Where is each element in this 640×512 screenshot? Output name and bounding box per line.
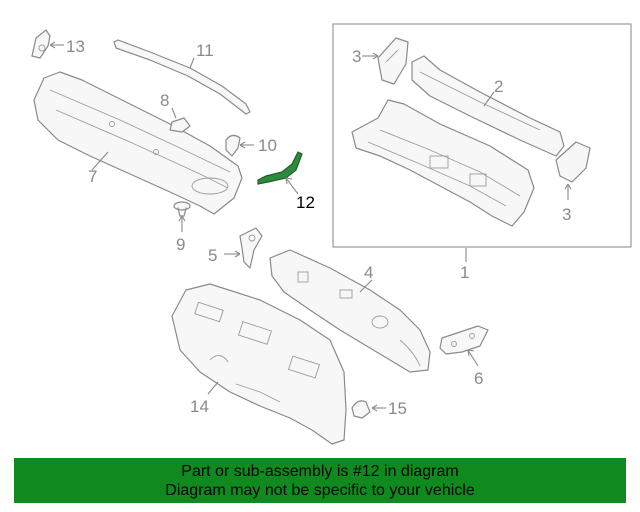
part-13[interactable] — [31, 29, 64, 59]
part-6[interactable] — [439, 325, 489, 367]
callout-3b: 3 — [562, 205, 571, 224]
part-2[interactable] — [411, 55, 565, 157]
part-12[interactable] — [257, 151, 303, 195]
part-3-lower[interactable] — [555, 141, 591, 200]
callout-4: 4 — [364, 263, 373, 282]
part-1[interactable] — [351, 99, 535, 262]
callout-9: 9 — [176, 235, 185, 254]
part-7[interactable] — [33, 71, 243, 215]
part-10[interactable] — [225, 134, 254, 157]
callout-5: 5 — [208, 246, 217, 265]
callout-10: 10 — [258, 136, 277, 155]
banner-line-2: Diagram may not be specific to your vehi… — [165, 482, 475, 499]
callout-13: 13 — [66, 37, 85, 56]
callout-11: 11 — [196, 41, 214, 60]
part-8[interactable] — [169, 107, 191, 133]
part-4[interactable] — [269, 249, 431, 373]
part-9[interactable] — [173, 201, 191, 232]
callout-7: 7 — [88, 167, 97, 186]
part-5[interactable] — [224, 227, 263, 269]
info-banner: Part or sub-assembly is #12 in diagram D… — [14, 458, 626, 503]
banner-line-1: Part or sub-assembly is #12 in diagram — [181, 463, 459, 480]
callout-12: 12 — [296, 193, 315, 212]
assembly-box — [332, 23, 632, 248]
part-3-upper[interactable] — [362, 37, 409, 85]
part-11[interactable] — [113, 39, 251, 115]
callout-1: 1 — [460, 263, 469, 282]
part-15[interactable] — [351, 400, 386, 419]
callout-14: 14 — [190, 397, 209, 416]
part-14[interactable] — [171, 283, 347, 445]
callout-2: 2 — [494, 77, 503, 96]
callout-15: 15 — [388, 399, 407, 418]
callout-6: 6 — [474, 369, 483, 388]
callout-3a: 3 — [352, 47, 361, 66]
callout-8: 8 — [160, 91, 169, 110]
